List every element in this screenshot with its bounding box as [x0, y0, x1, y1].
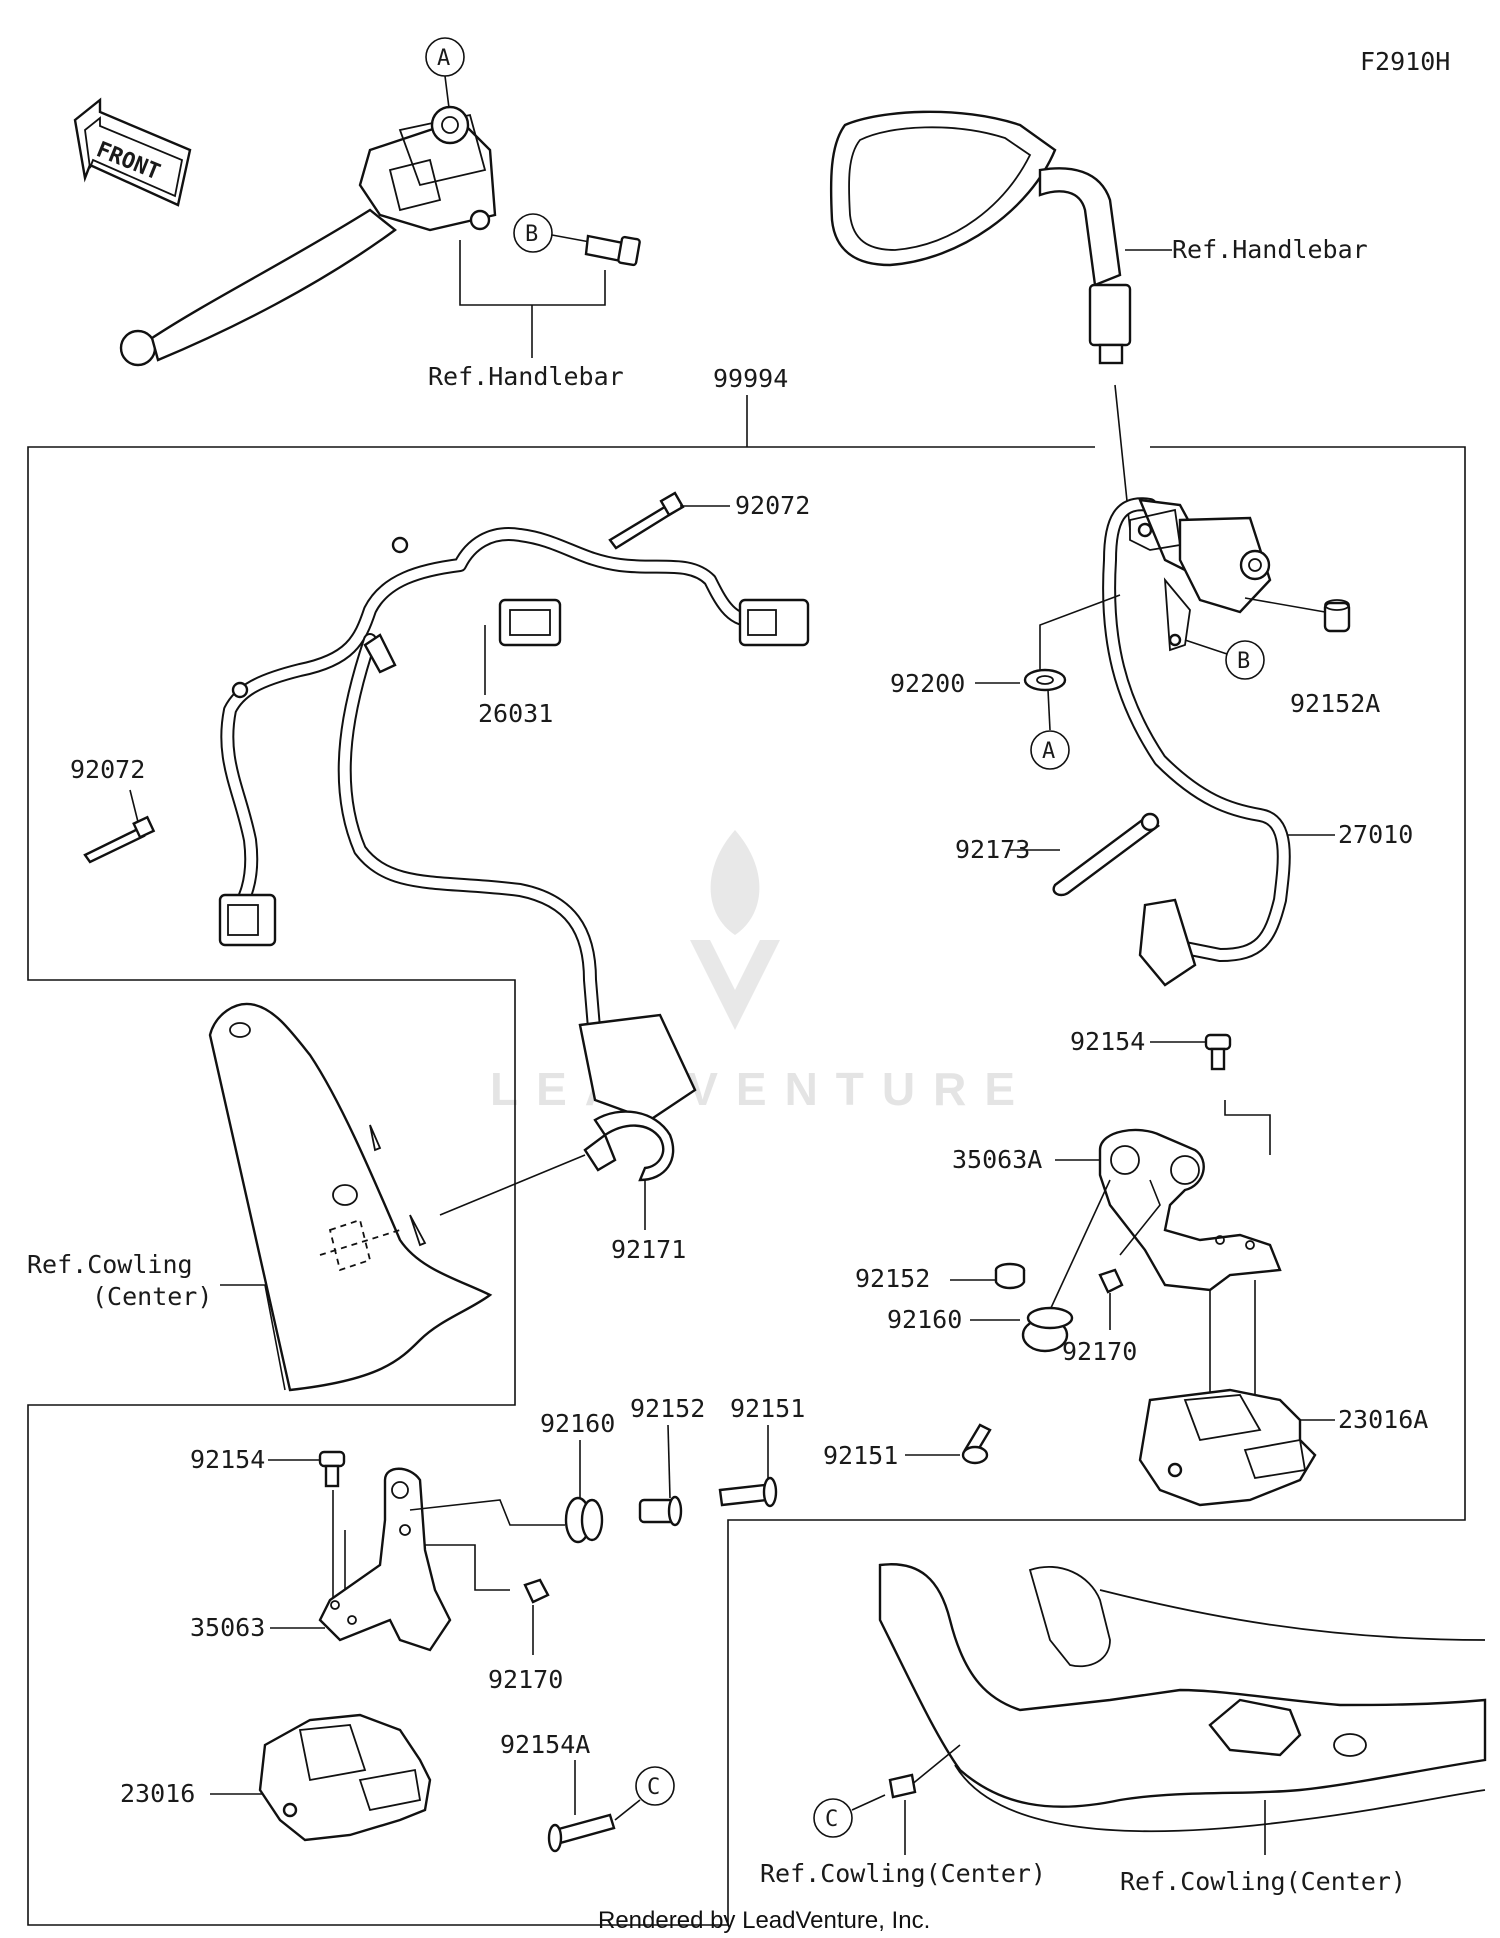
part-35063: 35063	[190, 1613, 265, 1642]
switch-housing-23016A	[1138, 1388, 1317, 1507]
part-92173: 92173	[955, 835, 1030, 864]
part-99994: 99994	[713, 364, 788, 393]
switch-housing-23016	[258, 1713, 432, 1842]
svg-text:A: A	[1042, 739, 1055, 764]
front-arrow-icon: FRONT	[73, 97, 192, 207]
diagram-code: F2910H	[1360, 47, 1450, 76]
bracket-35063A	[1098, 1128, 1282, 1292]
grommet-92160-left	[564, 1496, 604, 1544]
part-92152-left: 92152	[630, 1394, 705, 1423]
part-92160-left: 92160	[540, 1409, 615, 1438]
washer-92200	[1023, 668, 1067, 692]
grommet-92160-right	[1021, 1306, 1074, 1353]
leadventure-watermark: LEADVENTURE	[490, 830, 1033, 1115]
clutch-lever-assembly	[119, 105, 497, 367]
part-92154-left: 92154	[190, 1445, 265, 1474]
mirror	[829, 110, 1132, 365]
bolt-92151-left	[718, 1476, 778, 1508]
part-92160-right: 92160	[887, 1305, 962, 1334]
collar-92152-right	[994, 1262, 1026, 1290]
svg-text:C: C	[647, 1775, 660, 1800]
bolt-92154A	[547, 1813, 616, 1853]
ref-cowling-bottom-2: Ref.Cowling(Center)	[1120, 1867, 1406, 1896]
part-23016A: 23016A	[1338, 1405, 1428, 1434]
part-92170-left: 92170	[488, 1665, 563, 1694]
strap-92173	[1052, 812, 1161, 897]
part-23016: 23016	[120, 1779, 195, 1808]
screw-92154-left	[318, 1450, 346, 1488]
part-92152A: 92152A	[1290, 689, 1380, 718]
callout-a-right: A	[1030, 730, 1070, 770]
switch-harness-27010	[1102, 497, 1291, 987]
part-92170-right: 92170	[1062, 1337, 1137, 1366]
watermark-text: LEADVENTURE	[490, 1063, 1033, 1115]
harness-26031	[218, 527, 810, 1122]
ref-cowling-left-1: Ref.Cowling	[27, 1250, 193, 1279]
callout-a-top: A	[425, 37, 465, 109]
part-92154-right: 92154	[1070, 1027, 1145, 1056]
part-26031: 26031	[478, 699, 553, 728]
part-92154A: 92154A	[500, 1730, 590, 1759]
part-92072-left: 92072	[70, 755, 145, 784]
callout-b-top: B	[513, 213, 591, 253]
screw-92154-right	[1204, 1033, 1232, 1071]
ref-cowling-bottom-1: Ref.Cowling(Center)	[760, 1859, 1046, 1888]
part-92152-right: 92152	[855, 1264, 930, 1293]
callout-b-right: B	[1225, 640, 1265, 680]
nut-92170-left	[523, 1578, 550, 1604]
part-92200: 92200	[890, 669, 965, 698]
cable-tie-92072-left	[83, 815, 156, 864]
part-27010: 27010	[1338, 820, 1413, 849]
clip-92171	[583, 1110, 675, 1182]
bushing-92152A	[1323, 599, 1351, 633]
collar-92152-left	[638, 1495, 683, 1527]
part-92072-top: 92072	[735, 491, 810, 520]
cable-tie-92072-top	[608, 491, 685, 550]
kit-99994-border	[27, 446, 1466, 1926]
cowling-center-left	[208, 1002, 493, 1392]
bolt-b-top	[584, 234, 641, 267]
svg-text:B: B	[1237, 649, 1250, 674]
footer-credit: Rendered by LeadVenture, Inc.	[598, 1907, 930, 1934]
part-92151-left: 92151	[730, 1394, 805, 1423]
part-92151-right: 92151	[823, 1441, 898, 1470]
bolt-92151-right	[961, 1423, 992, 1465]
svg-text:C: C	[825, 1807, 838, 1832]
cowling-center-right	[878, 1563, 1487, 1833]
nut-92170-right	[1098, 1268, 1124, 1294]
svg-text:B: B	[525, 222, 538, 247]
part-35063A: 35063A	[952, 1145, 1042, 1174]
ref-cowling-left-2: (Center)	[92, 1282, 212, 1311]
svg-text:A: A	[437, 46, 450, 71]
callout-c-right: C	[813, 1798, 853, 1838]
ref-handlebar-left: Ref.Handlebar	[428, 362, 624, 391]
callout-c-left: C	[635, 1766, 675, 1806]
bracket-35063	[318, 1467, 452, 1652]
clip-c-right	[888, 1773, 917, 1799]
ref-handlebar-right: Ref.Handlebar	[1172, 235, 1368, 264]
part-92171: 92171	[611, 1235, 686, 1264]
